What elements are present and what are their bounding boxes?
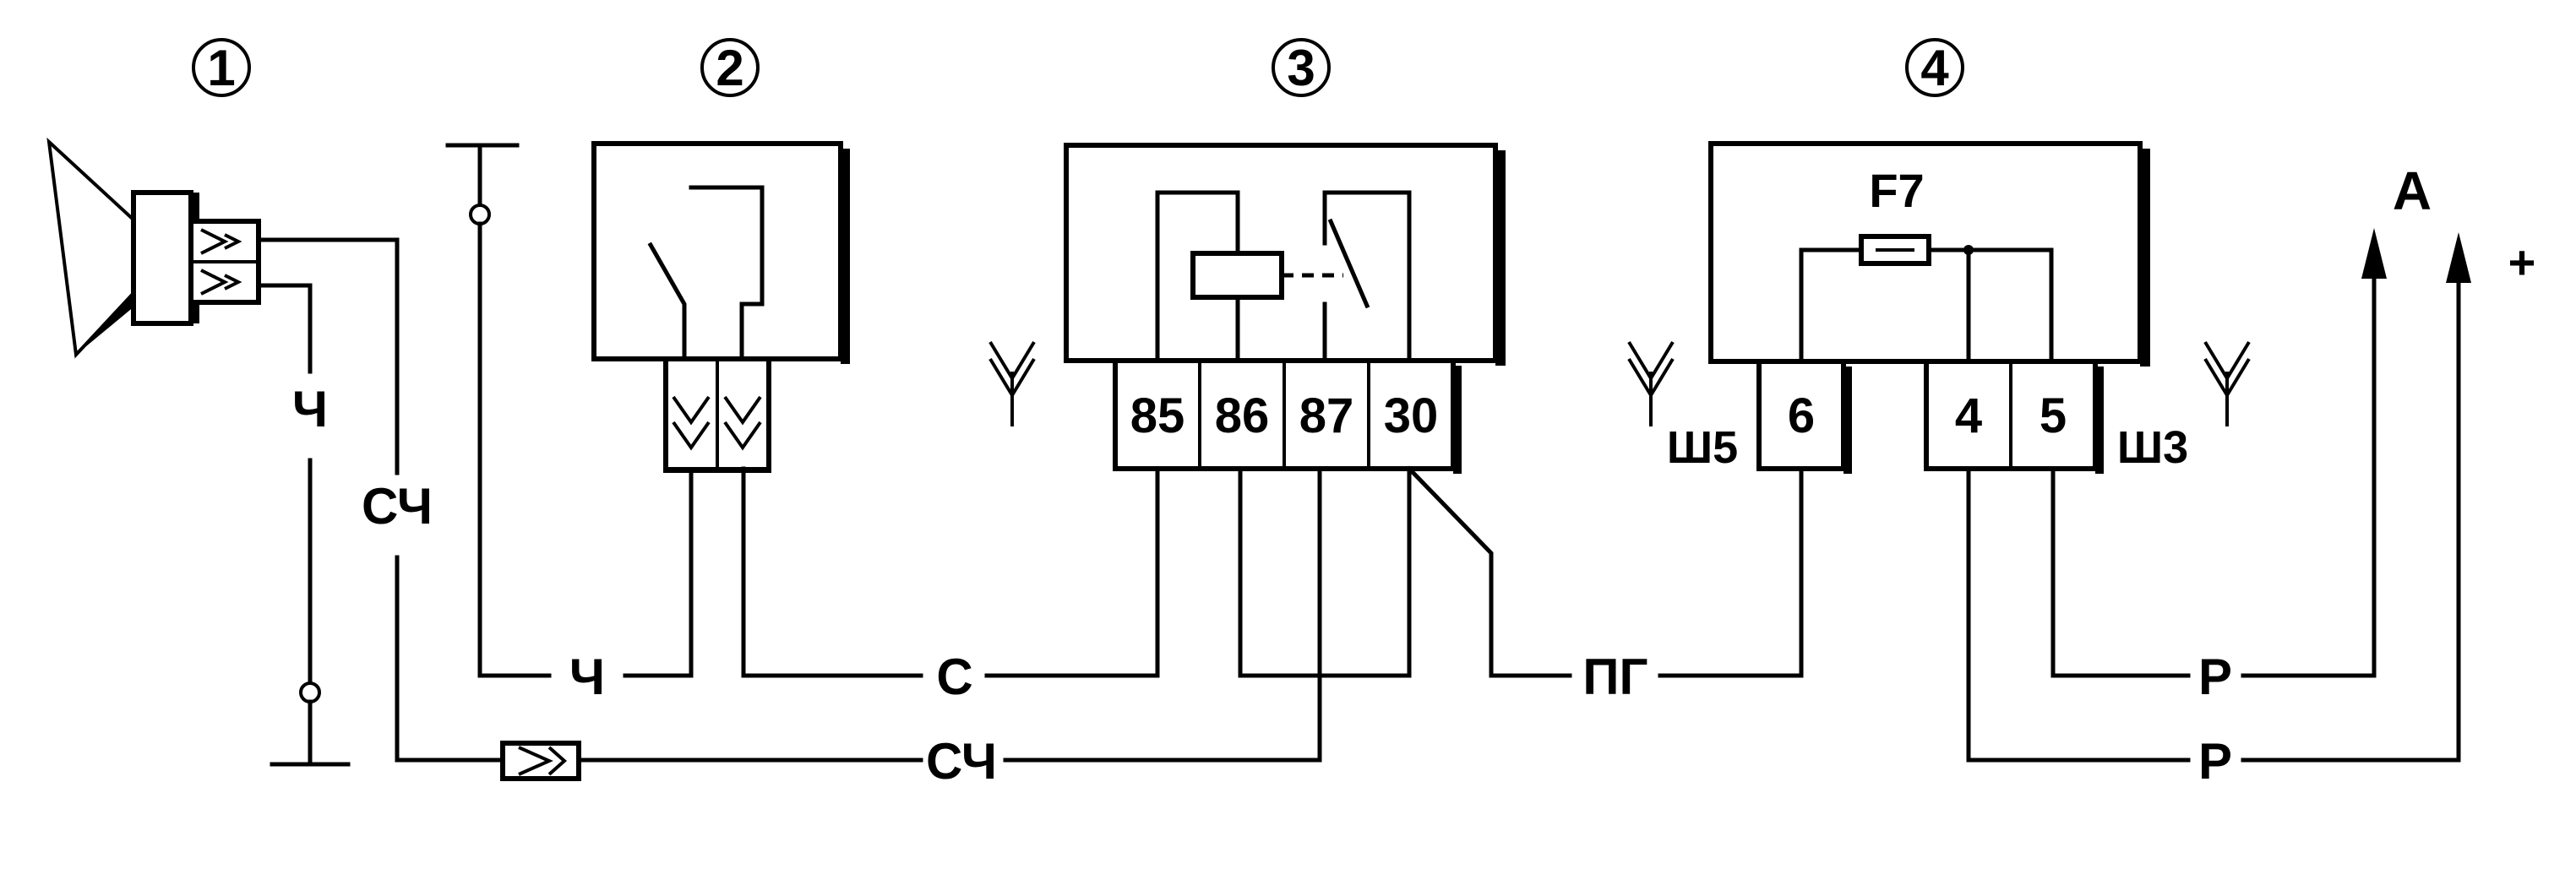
horn-feed-wire: СЧ СЧ	[256, 237, 1322, 790]
fuse-pin-6: 6	[1788, 388, 1815, 443]
fuse-box: F7 6 4 5 Ш5 Ш3 Р Р A +	[1627, 141, 2536, 790]
relay-connector-arrow-icon	[988, 340, 1036, 426]
horn-body	[131, 190, 193, 326]
relay-pin-85: 85	[1130, 388, 1185, 443]
fuse-label: F7	[1869, 164, 1924, 217]
horn-ground-wire: Ч	[256, 283, 351, 767]
wire-label-fuse-out-b: Р	[2198, 733, 2232, 790]
connector-label-left: Ш5	[1667, 422, 1738, 473]
fuse-connector-arrow-right-icon	[2203, 340, 2251, 426]
wire-label-switch-to-relay: С	[936, 649, 972, 705]
component-number-4-text: 4	[1920, 40, 1949, 96]
wire-label-fuse-out-a: Р	[2198, 649, 2232, 705]
terminal-label-a: A	[2393, 160, 2432, 221]
horn-bell-icon	[46, 137, 137, 359]
component-number-3-text: 3	[1287, 40, 1315, 96]
component-number-4: 4	[1905, 38, 1964, 97]
fuse-pin-4: 4	[1955, 388, 1982, 443]
relay-pin-87: 87	[1299, 388, 1354, 443]
relay-pin-86: 86	[1215, 388, 1270, 443]
fuse-connector-arrow-left-icon	[1627, 340, 1675, 426]
component-number-2-text: 2	[716, 40, 743, 96]
relay-coil	[1190, 251, 1284, 300]
terminal-label-plus: +	[2508, 236, 2536, 289]
component-number-1: 1	[192, 38, 251, 97]
component-number-2: 2	[700, 38, 760, 97]
relay-pin-30: 30	[1384, 388, 1439, 443]
wire-label-switch-ground: Ч	[569, 649, 605, 705]
component-number-3: 3	[1272, 38, 1331, 97]
wire-label-relay-to-horn: СЧ	[926, 733, 997, 790]
horn-switch: Ч С	[445, 141, 1160, 705]
wire-label-relay-feed: ПГ	[1582, 649, 1647, 705]
wire-label-horn-feed: СЧ	[362, 478, 433, 535]
arrow-up-plus-icon	[2446, 232, 2471, 283]
connector-label-right: Ш3	[2117, 422, 2188, 473]
inline-connector	[500, 741, 581, 781]
wire-label-horn-ground: Ч	[292, 381, 328, 437]
component-number-1-text: 1	[207, 40, 235, 96]
horn	[46, 137, 261, 359]
horn-relay: 85 86 87 30 ПГ	[988, 143, 1804, 705]
switch-box	[591, 141, 843, 361]
ground-point	[299, 682, 321, 703]
arrow-up-a-icon	[2361, 228, 2387, 279]
fuse-pin-5: 5	[2040, 388, 2067, 443]
